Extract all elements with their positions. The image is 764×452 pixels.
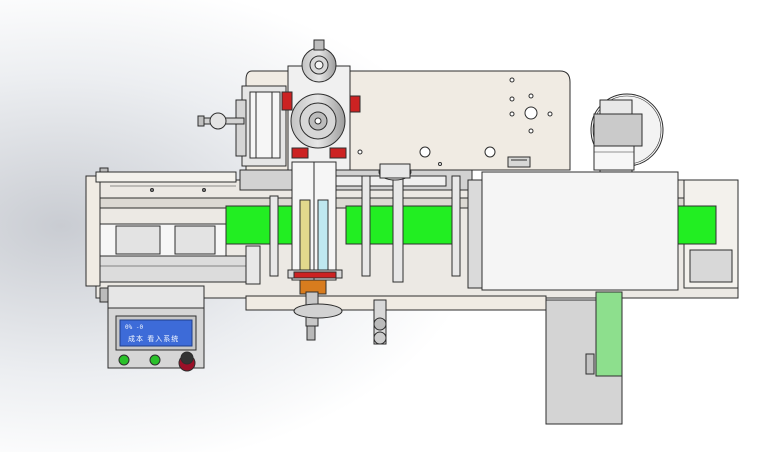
guide-rods xyxy=(245,163,461,285)
green-indicator-1[interactable] xyxy=(118,354,130,366)
stop-button-ring xyxy=(180,351,194,365)
hmi-screen-line-1: 0% -0 xyxy=(125,324,143,331)
hmi-screen[interactable] xyxy=(119,319,193,347)
green-indicator-2[interactable] xyxy=(149,354,161,366)
bottom-handwheel xyxy=(293,291,387,345)
labeling-head xyxy=(235,65,473,295)
right-cover-box xyxy=(467,171,679,291)
servo-motor-assembly xyxy=(290,39,346,149)
hmi-screen-line-2: 成本 看入系统 xyxy=(128,334,179,343)
hmi-control-box: 0% -0 成本 看入系统 xyxy=(107,285,205,372)
bottom-slide-plate xyxy=(245,295,547,311)
lower-cabinet xyxy=(545,291,623,425)
left-hand-crank xyxy=(197,112,245,130)
label-reel xyxy=(590,93,664,173)
